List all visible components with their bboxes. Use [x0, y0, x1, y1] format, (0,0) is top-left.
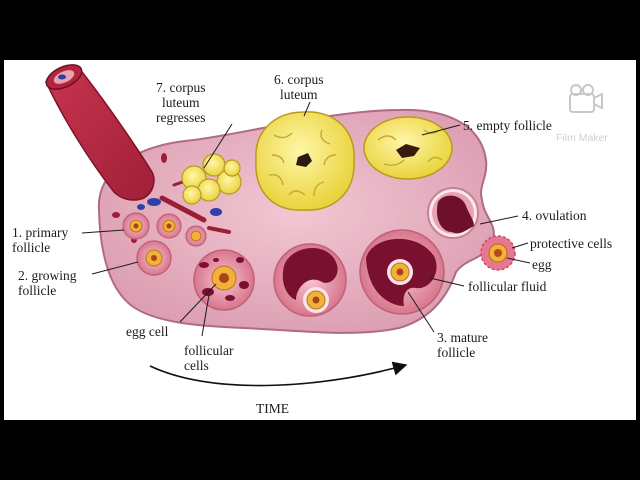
empty-follicle — [363, 116, 453, 180]
secondary-follicle — [193, 249, 255, 311]
time-arrow — [149, 361, 408, 387]
label-mature-follicle: 3. mature follicle — [437, 330, 488, 360]
leader-lines — [81, 101, 531, 337]
released-egg — [480, 235, 516, 271]
watermark-text: Film Maker — [556, 132, 608, 144]
label-empty-follicle: 5. empty follicle — [463, 118, 552, 133]
growing-follicle — [136, 240, 172, 276]
corpus-luteum — [255, 111, 355, 211]
ovulating-follicle — [427, 187, 479, 239]
label-egg-cell: egg cell — [126, 324, 169, 339]
antral-follicle — [273, 243, 347, 317]
primary-follicles — [122, 212, 207, 247]
label-ovulation: 4. ovulation — [522, 208, 587, 223]
regressing-corpus-luteum — [181, 153, 242, 205]
mature-follicle — [359, 229, 445, 315]
label-follicular-cells: follicular cells — [184, 343, 234, 373]
blood-vessel — [44, 71, 155, 201]
label-time: TIME — [256, 401, 289, 416]
label-primary-follicle: 1. primary follicle — [12, 225, 69, 255]
label-growing-follicle: 2. growing follicle — [18, 268, 77, 298]
label-protective-cells: protective cells — [530, 236, 613, 251]
vessel-lumen-icon — [58, 74, 66, 80]
camera-icon — [569, 84, 603, 113]
label-egg: egg — [532, 257, 552, 272]
label-corpus-luteum: 6. corpus luteum — [274, 72, 324, 102]
label-follicular-fluid: follicular fluid — [468, 279, 547, 294]
diagram-panel: 7. corpus luteum regresses 6. corpus lut… — [4, 60, 636, 420]
ovarian-cycle-diagram — [44, 64, 603, 387]
label-corpus-regresses: 7. corpus luteum regresses — [156, 80, 206, 125]
